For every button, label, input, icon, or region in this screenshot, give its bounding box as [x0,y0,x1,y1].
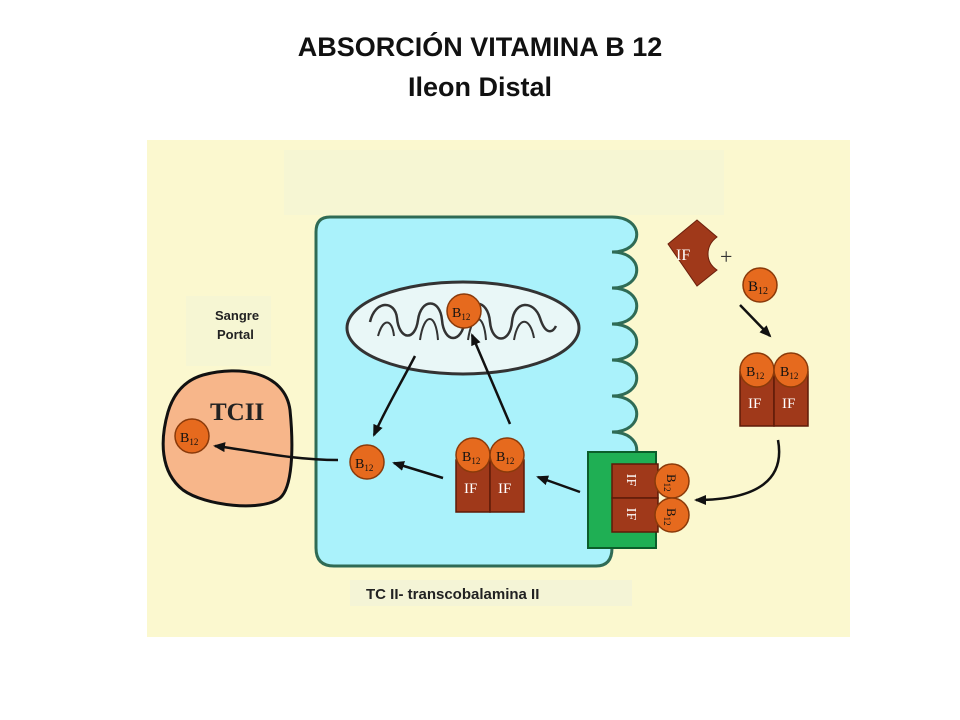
footnote-box [350,580,632,606]
arrows [213,304,781,505]
svg-text:B12: B12 [780,365,798,381]
arrow-complex-to-mitochondrion [470,333,512,425]
portal-label: Portal [217,327,254,342]
svg-text:B12: B12 [746,365,764,381]
svg-text:IF: IF [748,396,761,412]
svg-text:B12: B12 [662,474,679,492]
svg-text:IF: IF [623,474,638,487]
plus-sign: + [720,244,732,269]
if-free-label: IF [676,247,690,264]
sangre-label-box [186,296,271,366]
svg-text:IF: IF [782,396,795,412]
sangre-label: Sangre [215,308,259,323]
arrow-receptor-to-inside [536,475,581,494]
if-b12-complex-inside: B12 B12 IF IF [455,437,525,513]
arrow-b12-to-complex [739,304,772,338]
tcii-blood-cell [161,369,294,508]
svg-text:B12: B12 [748,279,768,297]
svg-text:B12: B12 [496,450,514,466]
page-subtitle: Ileon Distal [407,72,553,102]
svg-text:IF: IF [498,481,511,497]
background-panel-highlight [284,150,724,215]
arrow-complex-to-receptor [694,439,781,505]
svg-text:B12: B12 [452,306,470,322]
b12-mitochondrion: B12 [446,293,482,329]
arrow-complex-to-b12 [392,461,444,480]
b12-released: B12 [349,444,385,480]
page-title: ABSORCIÓN VITAMINA B 12 [297,32,663,62]
b12-free: B12 [742,267,778,303]
tcii-label: TCII [210,399,264,426]
if-b12-complex-receptor: IF IF B12 B12 [611,463,690,533]
if-b12-complex-outside: B12 B12 IF IF [739,352,809,427]
footnote-label: TC II- transcobalamina II [366,586,539,603]
if-free [667,219,718,287]
arrow-b12-to-tcii [213,442,339,462]
b12-tcii: B12 [174,418,210,454]
arrow-mitochondrion-to-b12 [372,355,417,437]
svg-text:B12: B12 [462,450,480,466]
svg-text:IF: IF [464,481,477,497]
svg-text:B12: B12 [355,457,373,473]
svg-text:IF: IF [623,508,638,521]
svg-text:B12: B12 [180,431,198,447]
svg-text:B12: B12 [662,508,679,526]
